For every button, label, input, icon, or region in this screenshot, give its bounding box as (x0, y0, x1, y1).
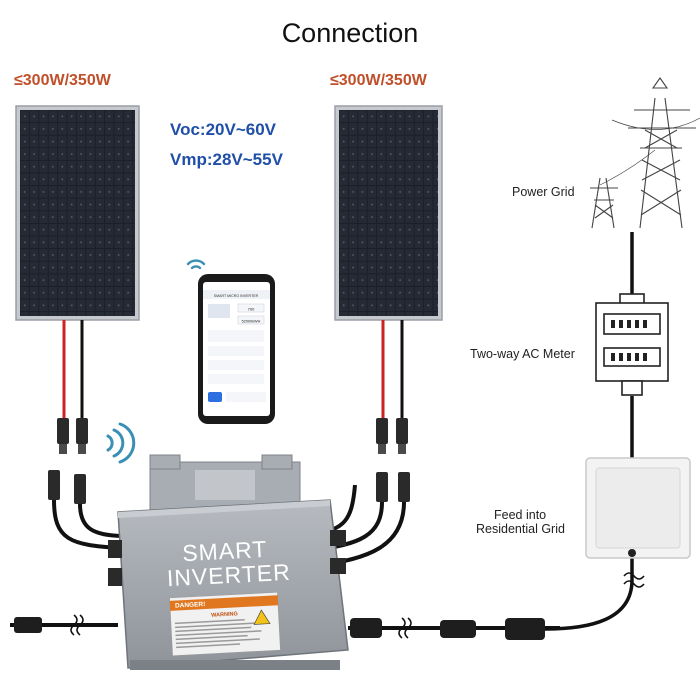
right-solar-panel (334, 105, 443, 321)
feed-label-line2: Residential Grid (476, 522, 565, 536)
app-value-1: 700 (248, 307, 255, 312)
diagram-title: Connection (281, 18, 419, 48)
wifi-signal-icon-inverter (106, 422, 136, 464)
meter-digits (611, 320, 647, 361)
feed-label-line1: Feed into (494, 508, 547, 522)
right-panel-cables (381, 320, 404, 418)
two-way-ac-meter (595, 293, 669, 396)
app-header: SMART MICRO INVERTER (214, 294, 259, 298)
left-solar-panel (15, 105, 140, 321)
right-panel-power-label: ≤300W/350W (330, 72, 427, 89)
inverter-danger-label: DANGER! (175, 601, 206, 610)
voc-range-label: Voc:20V~60V (170, 120, 277, 139)
break-symbol-icon (70, 572, 645, 639)
wifi-signal-icon (186, 259, 206, 270)
meter-label: Two-way AC Meter (470, 347, 575, 361)
ac-output-cable (10, 555, 634, 640)
inverter-warning-label: WARNING (211, 611, 238, 618)
power-grid-label: Power Grid (512, 185, 575, 199)
left-panel-power-label: ≤300W/350W (14, 72, 111, 89)
transmission-tower-icon (590, 77, 700, 229)
smartphone-app (198, 274, 275, 424)
right-mc4-connectors (376, 418, 410, 502)
inverter-brand-line2: INVERTER (166, 559, 291, 591)
left-mc4-connectors (48, 418, 88, 504)
left-panel-cables (62, 320, 84, 418)
app-value-2: 52000kWH (242, 320, 261, 324)
wall-outlet (585, 457, 691, 559)
micro-inverter (108, 454, 349, 670)
inverter-brand-line1: SMART (182, 536, 268, 566)
vmp-range-label: Vmp:28V~55V (170, 150, 283, 169)
left-inverter-leads (52, 499, 123, 550)
